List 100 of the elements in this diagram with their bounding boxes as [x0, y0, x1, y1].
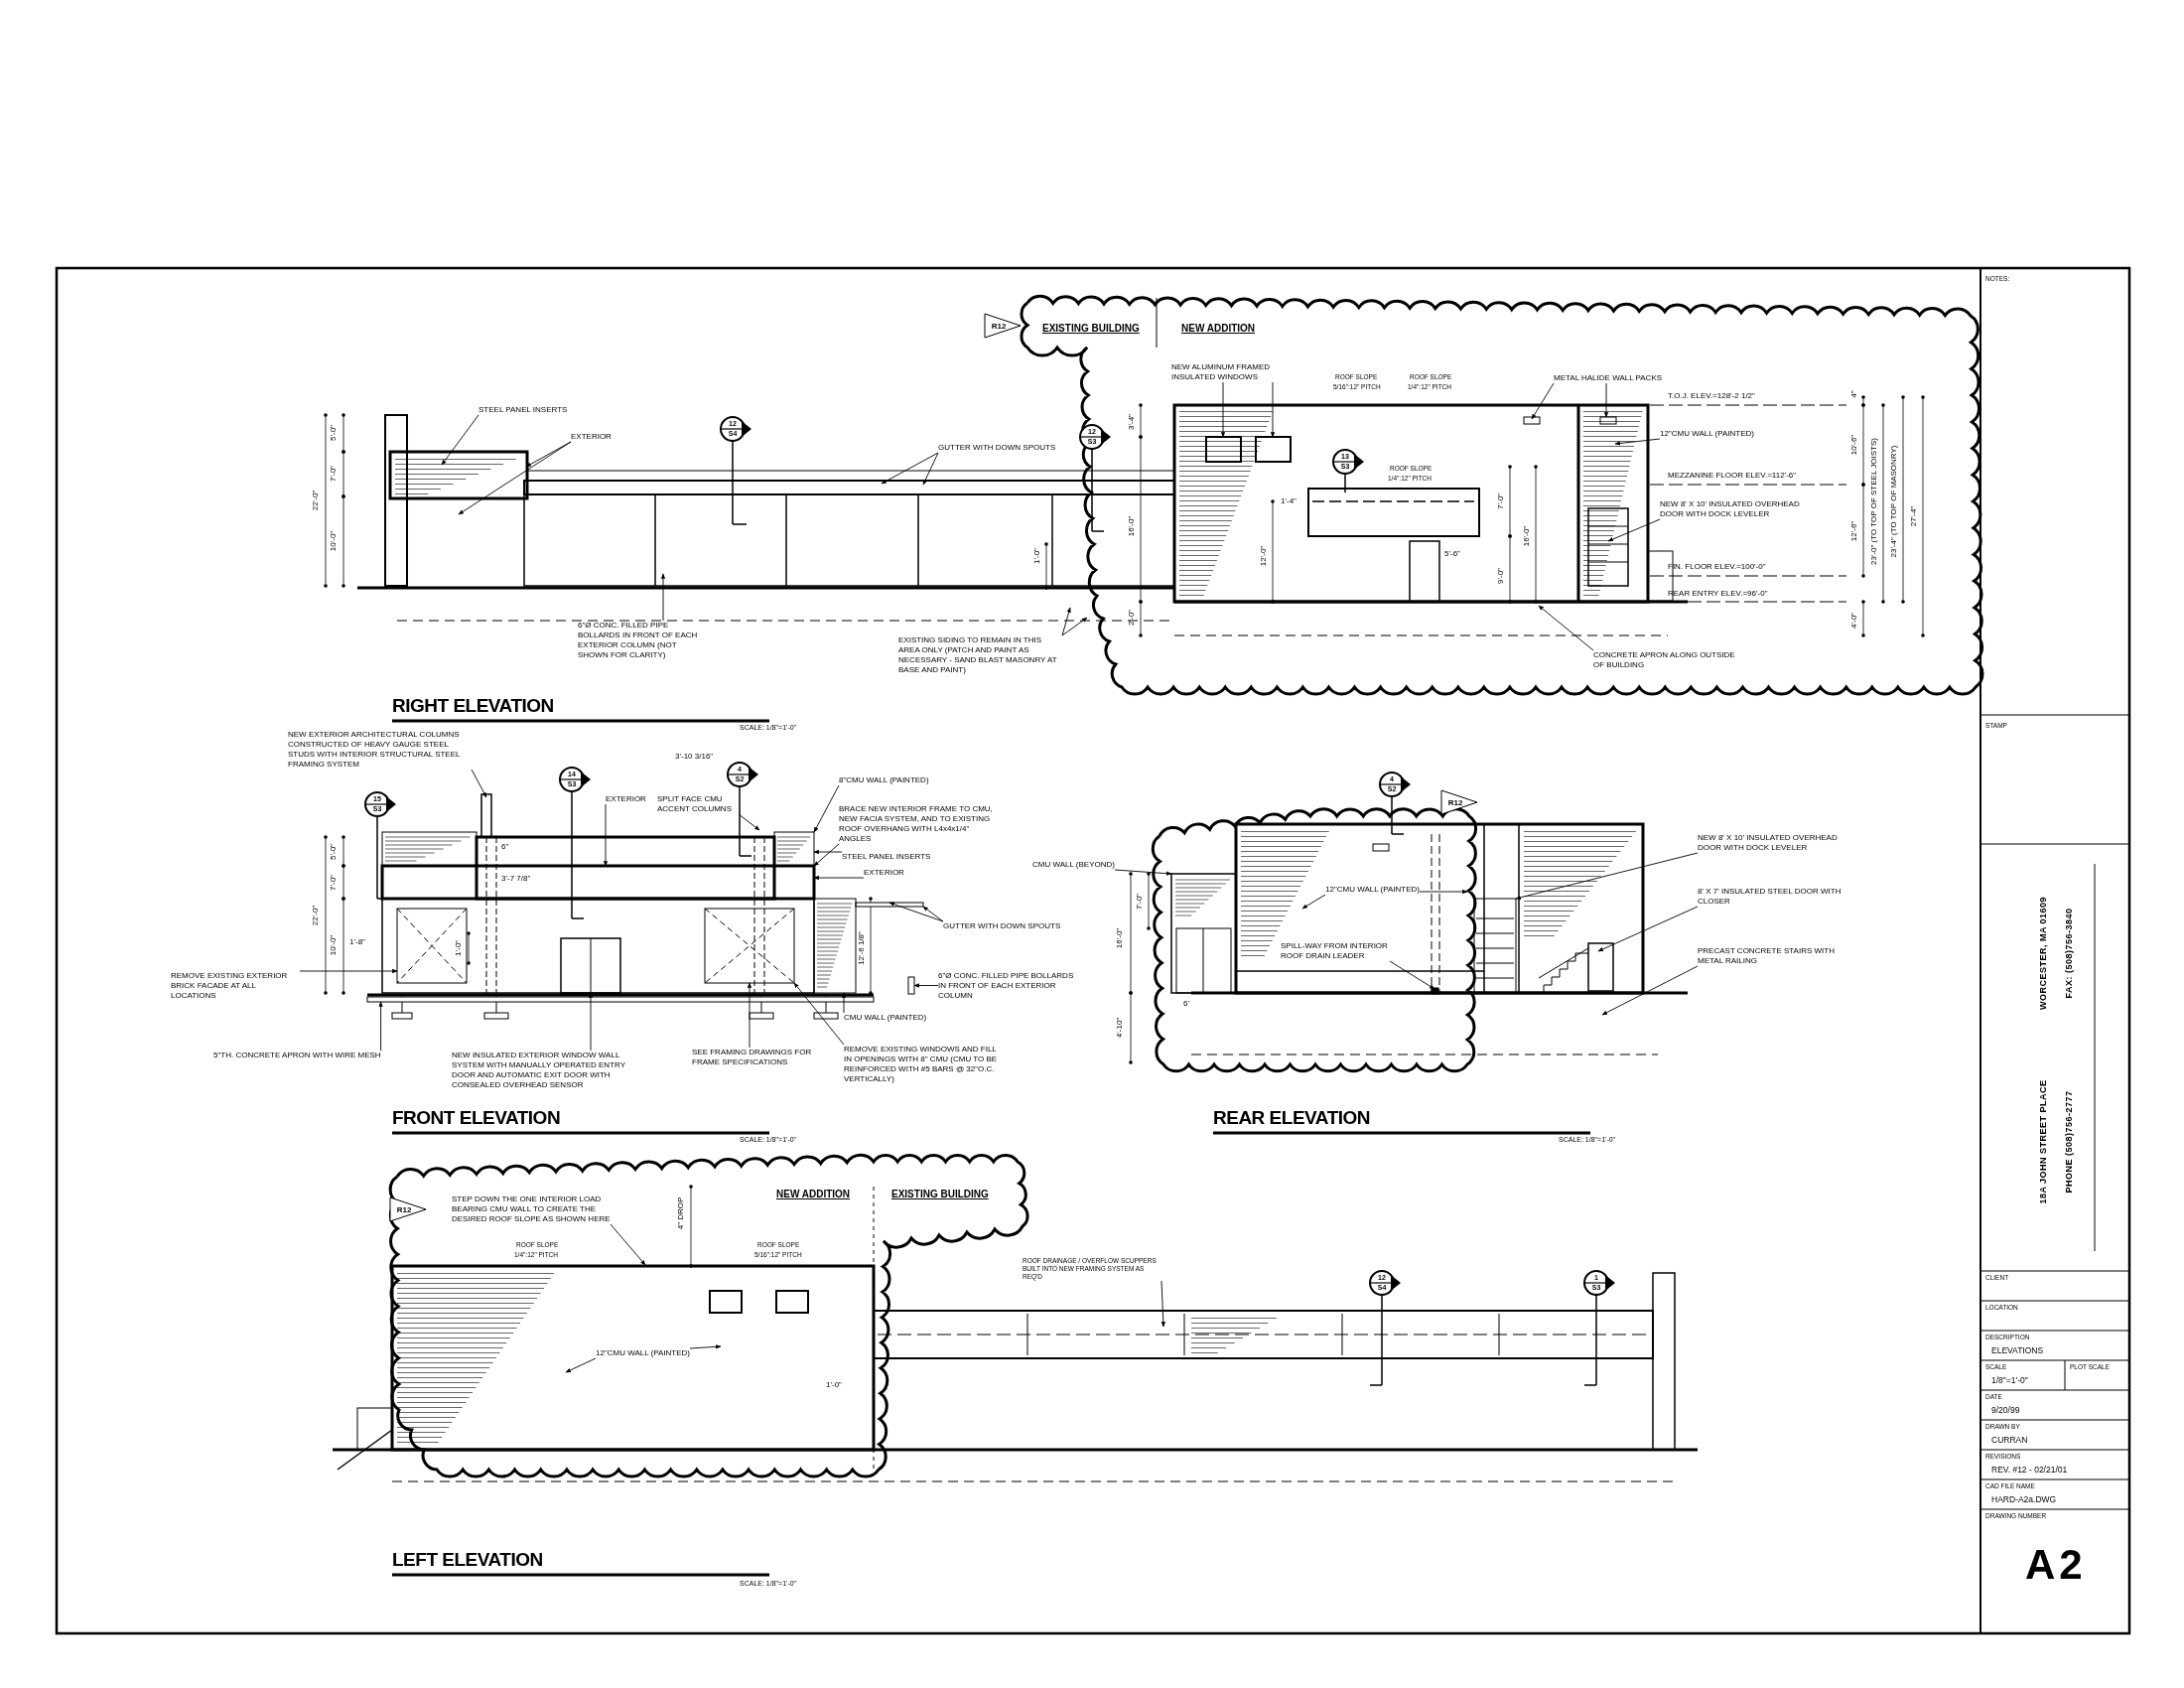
callout-note: 8"CMU WALL (PAINTED)	[839, 775, 929, 785]
dimension-text: 3'-7 7/8"	[501, 874, 531, 884]
dimension-text: 16'-0"	[1115, 927, 1125, 949]
title-block-value: CURRAN	[1991, 1435, 2028, 1445]
callout-note: NEW 8' X 10' INSULATED OVERHEAD DOOR WITH DOCK LEVELER	[1698, 833, 1846, 853]
dimension-text: 7'-0"	[329, 466, 339, 482]
dimension-text: 9'-0"	[1496, 568, 1506, 584]
contact-text: FAX: (508)756-3840	[2064, 908, 2074, 999]
callout-note: 12"CMU WALL (PAINTED)	[1325, 885, 1420, 895]
wall	[1170, 873, 1237, 994]
dimension-text: 22'-0"	[311, 490, 321, 511]
dimension-text: 7'-0"	[329, 875, 339, 891]
window-opening	[704, 908, 795, 984]
dimension-text: 22'-0"	[311, 905, 321, 926]
callout-note: CMU WALL (PAINTED)	[844, 1013, 927, 1023]
contact-text: PHONE (508)756-2777	[2064, 1090, 2074, 1194]
elevation-note: REAR ENTRY ELEV.=96'-0"	[1668, 589, 1768, 599]
gutter	[855, 902, 924, 908]
callout-note: NEW 8' X 10' INSULATED OVERHEAD DOOR WITH DOCK LEVELER	[1660, 499, 1809, 519]
elevation-note: T.O.J. ELEV.=128'-2 1/2"	[1668, 391, 1755, 401]
callout-note: 6"Ø CONC. FILLED PIPE BOLLARDS IN FRONT OF EACH EXTERIOR COLUMN (NOT SHOWN FOR CLARITY)	[578, 621, 702, 660]
dimension-text: 3'-10 3/16"	[675, 752, 714, 762]
callout-note: 12"CMU WALL (PAINTED)	[1660, 429, 1754, 439]
view-title: LEFT ELEVATION	[392, 1549, 543, 1571]
callout-note: REMOVE EXISTING WINDOWS AND FILL IN OPENINGS WITH 8" CMU (CMU TO BE REINFORCED WITH #5 BARS @ 32"O.C. VERTICALLY)	[844, 1045, 1003, 1084]
dimension-text: 4'-10"	[1115, 1017, 1125, 1039]
callout-note: EXTERIOR	[864, 868, 904, 878]
title-block-value: REV. #12 - 02/21/01	[1991, 1465, 2068, 1475]
callout-note: 8' X 7' INSULATED STEEL DOOR WITH CLOSER	[1698, 887, 1846, 907]
callout-note: NEW EXTERIOR ARCHITECTURAL COLUMNS CONSTRUCTED OF HEAVY GAUGE STEEL STUDS WITH INTERIOR STRUCTURAL STEEL FRAMING SYSTEM	[288, 730, 472, 770]
dimension-text: 12'-6"	[1849, 520, 1859, 542]
title-block-value: 1/8"=1'-0"	[1991, 1375, 2028, 1385]
dimension-text: 10'-6"	[1849, 434, 1859, 456]
callout-note: NEW INSULATED EXTERIOR WINDOW WALL SYSTEM WITH MANUALLY OPERATED ENTRY DOOR AND AUTOMATIC EXIT DOOR WITH CONSEALED OVERHEAD SENSOR	[452, 1051, 640, 1090]
dimension-text: 5'-6"	[1444, 549, 1460, 559]
callout-note: GUTTER WITH DOWN SPOUTS	[943, 921, 1061, 931]
dimension-text: 16'-0"	[1127, 515, 1137, 537]
title-block-value: 9/20/99	[1991, 1405, 2020, 1415]
fascia-band	[380, 864, 816, 901]
dimension-text: 4" DROP	[676, 1196, 686, 1230]
callout-note: CONCRETE APRON ALONG OUTSIDE OF BUILDING	[1593, 650, 1742, 670]
callout-note: EXTERIOR	[606, 794, 646, 804]
dimension-text: 12'-6 1/8"	[857, 931, 867, 965]
callout-note: GUTTER WITH DOWN SPOUTS	[938, 443, 1056, 453]
elevation-note: MEZZANINE FLOOR ELEV.=112'-6"	[1668, 471, 1797, 481]
dimension-text: 23'-4" (TO TOP OF MASONRY)	[1889, 445, 1899, 558]
area-heading: EXISTING BUILDING	[891, 1190, 989, 1199]
view-title: REAR ELEVATION	[1213, 1107, 1371, 1129]
title-block-value: HARD-A2a.DWG	[1991, 1494, 2057, 1504]
dimension-text: 6'	[1183, 999, 1189, 1009]
callout-note: METAL HALIDE WALL PACKS	[1554, 373, 1663, 383]
dimension-text: 1'-0"	[1032, 548, 1042, 564]
view-title: FRONT ELEVATION	[392, 1107, 561, 1129]
contact-text: 18A JOHN STREET PLACE	[2038, 1079, 2048, 1204]
dimension-text: 5'-0"	[329, 844, 339, 860]
dimension-text: 4'-0"	[1849, 613, 1859, 629]
callout-note: EXTERIOR	[571, 432, 612, 442]
dimension-text: 16'-0"	[1522, 525, 1532, 547]
dimension-text: 2'-0"	[1127, 610, 1137, 626]
dimension-text: 3'-4"	[1127, 414, 1137, 430]
dimension-text: 1'-0"	[826, 1380, 842, 1390]
elevation-note: FIN. FLOOR ELEV.=100'-0"	[1668, 562, 1766, 572]
dimension-text: 1'-8"	[349, 937, 365, 947]
dimension-text: 12'-0"	[1259, 545, 1269, 567]
dimension-text: 10'-0"	[329, 530, 339, 552]
dimension-text: 27'-4"	[1909, 505, 1919, 527]
revision-number: R12	[1447, 797, 1463, 807]
wall	[813, 898, 857, 994]
callout-note: 5"TH. CONCRETE APRON WITH WIRE MESH	[213, 1051, 381, 1060]
concrete-apron	[366, 996, 875, 1003]
callout-note: STEP DOWN THE ONE INTERIOR LOAD BEARING CMU WALL TO CREATE THE DESIRED ROOF SLOPE AS SHOWN HERE	[452, 1195, 611, 1224]
dimension-text: 1'-4"	[1281, 496, 1297, 506]
callout-note: REMOVE EXISTING EXTERIOR BRICK FACADE AT ALL LOCATIONS	[171, 971, 300, 1001]
callout-note: STEEL PANEL INSERTS	[478, 405, 568, 415]
callout-note: SPILL-WAY FROM INTERIOR ROOF DRAIN LEADER	[1281, 941, 1390, 961]
revision-number: R12	[991, 321, 1007, 331]
dimension-text: 5'-0"	[329, 425, 339, 441]
dimension-text: 4"	[1849, 390, 1859, 398]
dimension-text: 7'-0"	[1135, 894, 1145, 910]
callout-note: 6"Ø CONC. FILLED PIPE BOLLARDS IN FRONT OF EACH EXTERIOR COLUMN	[938, 971, 1077, 1001]
callout-note: CMU WALL (BEYOND)	[1032, 860, 1115, 870]
callout-note: EXISTING SIDING TO REMAIN IN THIS AREA ONLY (PATCH AND PAINT AS NECESSARY - SAND BLAST MASONRY AT BASE AND PAINT)	[898, 635, 1062, 675]
callout-note: SPLIT FACE CMU ACCENT COLUMNS	[657, 794, 739, 814]
dimension-text: 7'-0"	[1496, 493, 1506, 509]
callout-note: 12"CMU WALL (PAINTED)	[596, 1348, 690, 1358]
area-heading: NEW ADDITION	[1181, 324, 1256, 334]
title-block-value: ELEVATIONS	[1991, 1345, 2044, 1355]
wall-panel	[773, 831, 815, 867]
callout-note: BRACE NEW INTERIOR FRAME TO CMU, NEW FACIA SYSTEM, AND TO EXISTING ROOF OVERHANG WITH L4x4x1/4" ANGLES	[839, 804, 1003, 844]
bollard	[907, 976, 915, 995]
dimension-text: 23'-0" (TO TOP OF STEEL JOISTS)	[1869, 438, 1879, 565]
callout-note: NEW ALUMINUM FRAMED INSULATED WINDOWS	[1171, 362, 1281, 382]
callout-note: SEE FRAMING DRAWINGS FOR FRAME SPECIFICATIONS	[692, 1048, 821, 1067]
window-opening	[396, 908, 468, 984]
dimension-text: 6"	[501, 842, 509, 852]
drawing-number: A2	[2025, 1542, 2087, 1588]
contact-text: WORCESTER, MA 01609	[2038, 896, 2048, 1011]
area-heading: NEW ADDITION	[776, 1190, 851, 1199]
view-title: RIGHT ELEVATION	[392, 695, 554, 717]
revision-number: R12	[396, 1204, 412, 1214]
